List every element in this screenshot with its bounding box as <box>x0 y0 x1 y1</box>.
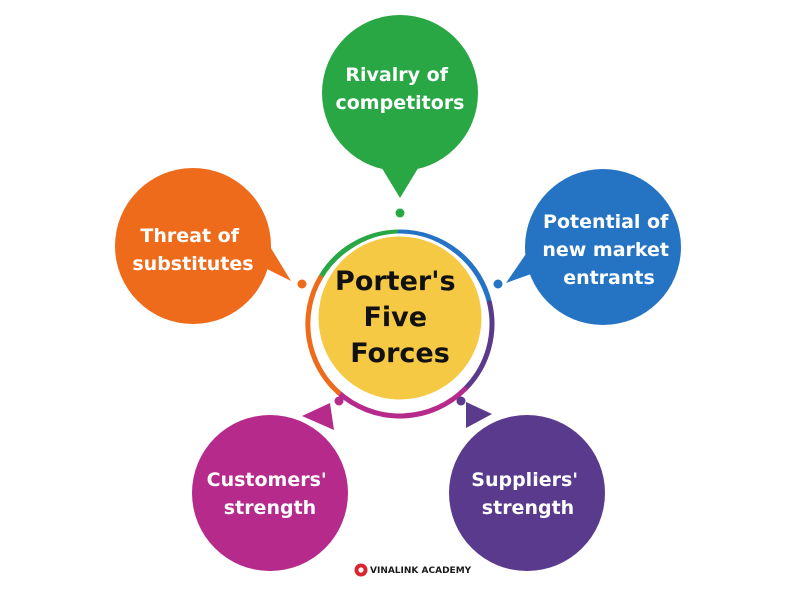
center-circle <box>315 233 485 403</box>
force-substitutes-bubble <box>115 168 271 324</box>
force-customers-bubble <box>192 415 348 571</box>
force-customers-tail <box>302 403 334 430</box>
connector-dot-substitutes <box>297 279 307 289</box>
ring-arc-new-entrants <box>397 229 492 306</box>
force-rivalry-bubble <box>322 15 478 171</box>
connector-dot-suppliers <box>456 396 466 406</box>
connector-dot-customers <box>334 396 344 406</box>
center-node: Porter's Five Forces <box>315 233 485 403</box>
force-substitutes-label: Threat of substitutes <box>132 225 253 275</box>
force-customers-label: Customers' strength <box>207 469 334 519</box>
ring-arc-substitutes <box>305 275 341 395</box>
connector-dot-new-entrants <box>493 279 503 289</box>
vinalink-logo-icon-inner <box>358 567 364 573</box>
brand-logo: VINALINK ACADEMY <box>354 563 472 577</box>
center-ring <box>297 208 503 419</box>
force-rivalry: Rivalry of competitors <box>322 15 478 198</box>
force-substitutes: Threat of substitutes <box>115 168 291 324</box>
force-suppliers-tail <box>466 402 492 428</box>
brand-logo-text: VINALINK ACADEMY <box>370 566 472 576</box>
force-suppliers: Suppliers' strength <box>449 402 605 571</box>
force-rivalry-label: Rivalry of competitors <box>335 64 464 114</box>
ring-arc-suppliers <box>462 300 495 392</box>
connector-dot-rivalry <box>395 208 405 218</box>
force-suppliers-label: Suppliers' strength <box>471 469 584 519</box>
force-new-entrants: Potential of new market entrants <box>506 169 681 325</box>
force-new-entrants-label: Potential of new market entrants <box>542 211 675 289</box>
ring-arc-rivalry <box>317 229 403 281</box>
force-suppliers-bubble <box>449 415 605 571</box>
center-title: Porter's Five Forces <box>335 266 465 369</box>
force-customers: Customers' strength <box>192 403 348 571</box>
ring-arc-customers <box>335 386 468 419</box>
force-rivalry-tail <box>380 165 420 198</box>
force-new-entrants-bubble <box>525 169 681 325</box>
